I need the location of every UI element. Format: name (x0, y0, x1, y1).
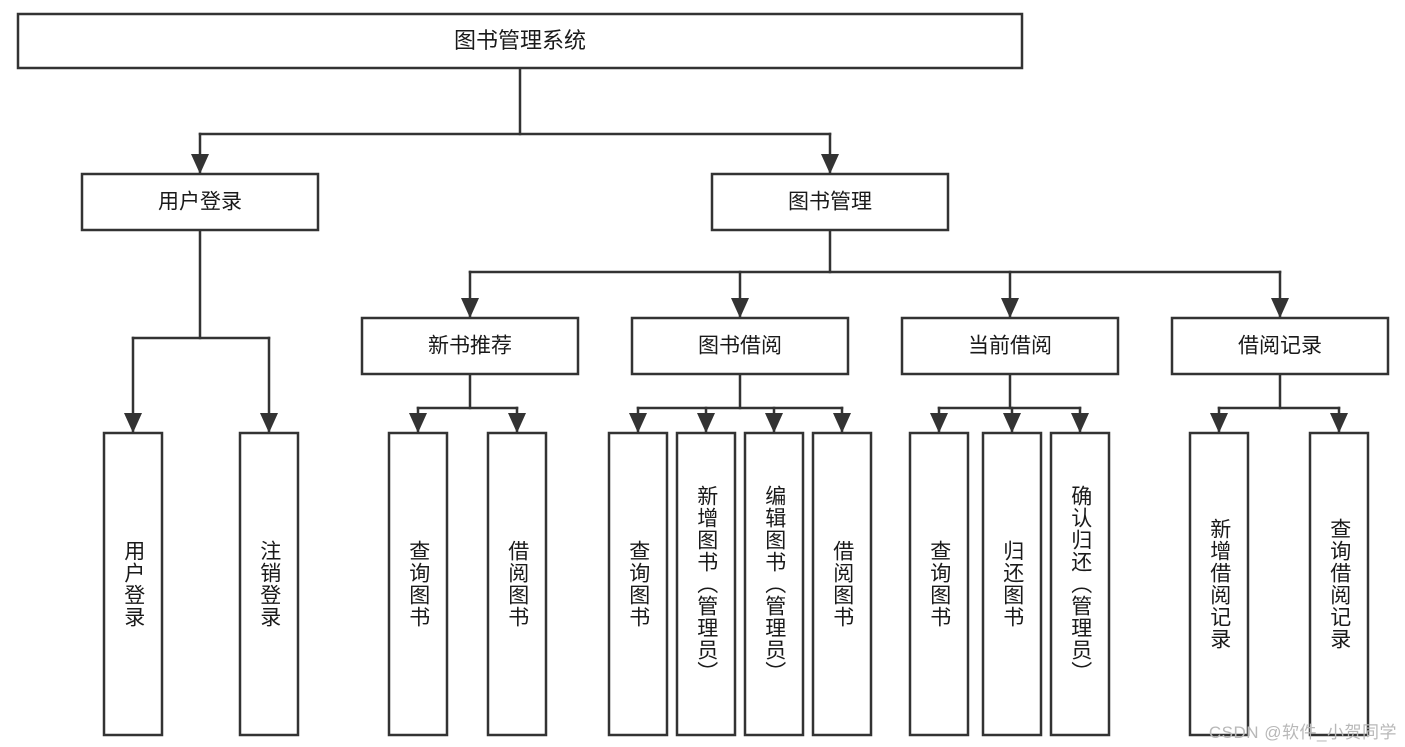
arrow-head-icon (1003, 413, 1021, 433)
arrow-head-icon (409, 413, 427, 433)
connectors-layer (124, 66, 1348, 434)
node-box-cb-query-book[interactable] (908, 431, 970, 737)
arrow-head-icon (629, 413, 647, 433)
arrow-head-icon (765, 413, 783, 433)
node-box-user-logout-action[interactable] (238, 431, 300, 737)
arrow-head-icon (697, 413, 715, 433)
node-box-bb-edit-book[interactable] (743, 431, 805, 737)
arrow-head-icon (1271, 298, 1289, 318)
node-box-current-borrow[interactable] (900, 316, 1120, 376)
arrow-head-icon (260, 413, 278, 433)
node-box-root[interactable] (16, 12, 1024, 70)
node-label-new-book-recommend: 新书推荐 (428, 335, 512, 358)
arrow-head-icon (930, 413, 948, 433)
node-label-current-borrow: 当前借阅 (968, 335, 1052, 358)
node-box-cb-confirm-return[interactable] (1049, 431, 1111, 737)
arrow-head-icon (1330, 413, 1348, 433)
node-box-bb-borrow-book[interactable] (811, 431, 873, 737)
node-box-user-login-action[interactable] (102, 431, 164, 737)
node-box-new-book-recommend[interactable] (360, 316, 580, 376)
node-box-book-manage[interactable] (710, 172, 950, 232)
node-box-user-login[interactable] (80, 172, 320, 232)
arrow-head-icon (508, 413, 526, 433)
node-box-bb-add-book[interactable] (675, 431, 737, 737)
node-box-nb-borrow-book[interactable] (486, 431, 548, 737)
arrow-head-icon (731, 298, 749, 318)
arrow-head-icon (833, 413, 851, 433)
arrow-head-icon (124, 413, 142, 433)
node-label-borrow-record: 借阅记录 (1238, 335, 1322, 358)
node-label-root: 图书管理系统 (454, 28, 586, 53)
node-label-user-login: 用户登录 (158, 191, 242, 214)
arrow-head-icon (1071, 413, 1089, 433)
node-box-br-query-record[interactable] (1308, 431, 1370, 737)
arrow-head-icon (1210, 413, 1228, 433)
watermark-text: CSDN @软件_小贺同学 (1208, 723, 1397, 742)
node-box-br-add-record[interactable] (1188, 431, 1250, 737)
arrow-head-icon (1001, 298, 1019, 318)
node-box-nb-query-book[interactable] (387, 431, 449, 737)
arrow-head-icon (821, 154, 839, 174)
node-label-book-borrow: 图书借阅 (698, 335, 782, 358)
node-box-bb-query-book[interactable] (607, 431, 669, 737)
arrow-head-icon (191, 154, 209, 174)
node-box-book-borrow[interactable] (630, 316, 850, 376)
node-box-cb-return-book[interactable] (981, 431, 1043, 737)
node-box-borrow-record[interactable] (1170, 316, 1390, 376)
arrow-head-icon (461, 298, 479, 318)
node-label-book-manage: 图书管理 (788, 191, 872, 214)
